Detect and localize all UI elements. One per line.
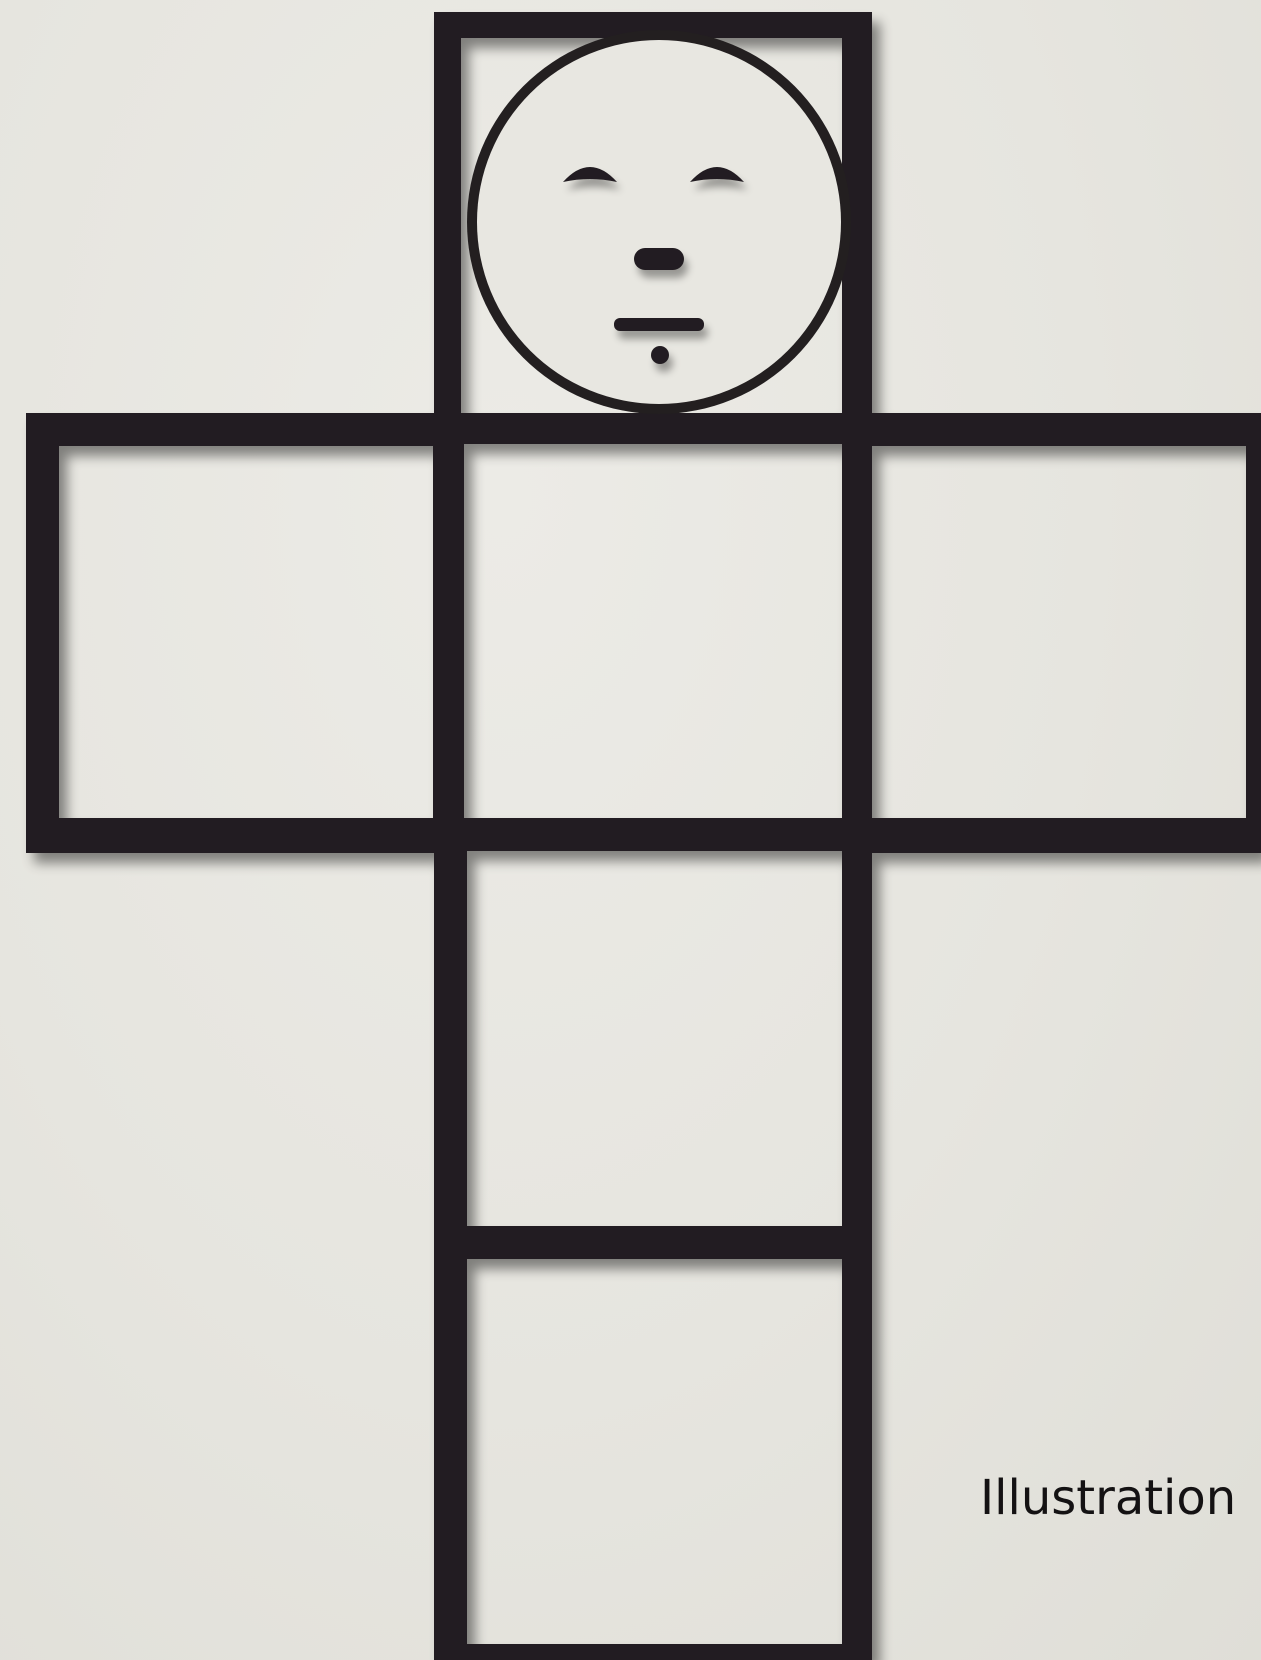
figure-caption: Illustration: [980, 1474, 1236, 1522]
mouth-icon: [614, 318, 704, 331]
nose-icon: [634, 248, 684, 270]
chin-dot-icon: [651, 346, 669, 364]
